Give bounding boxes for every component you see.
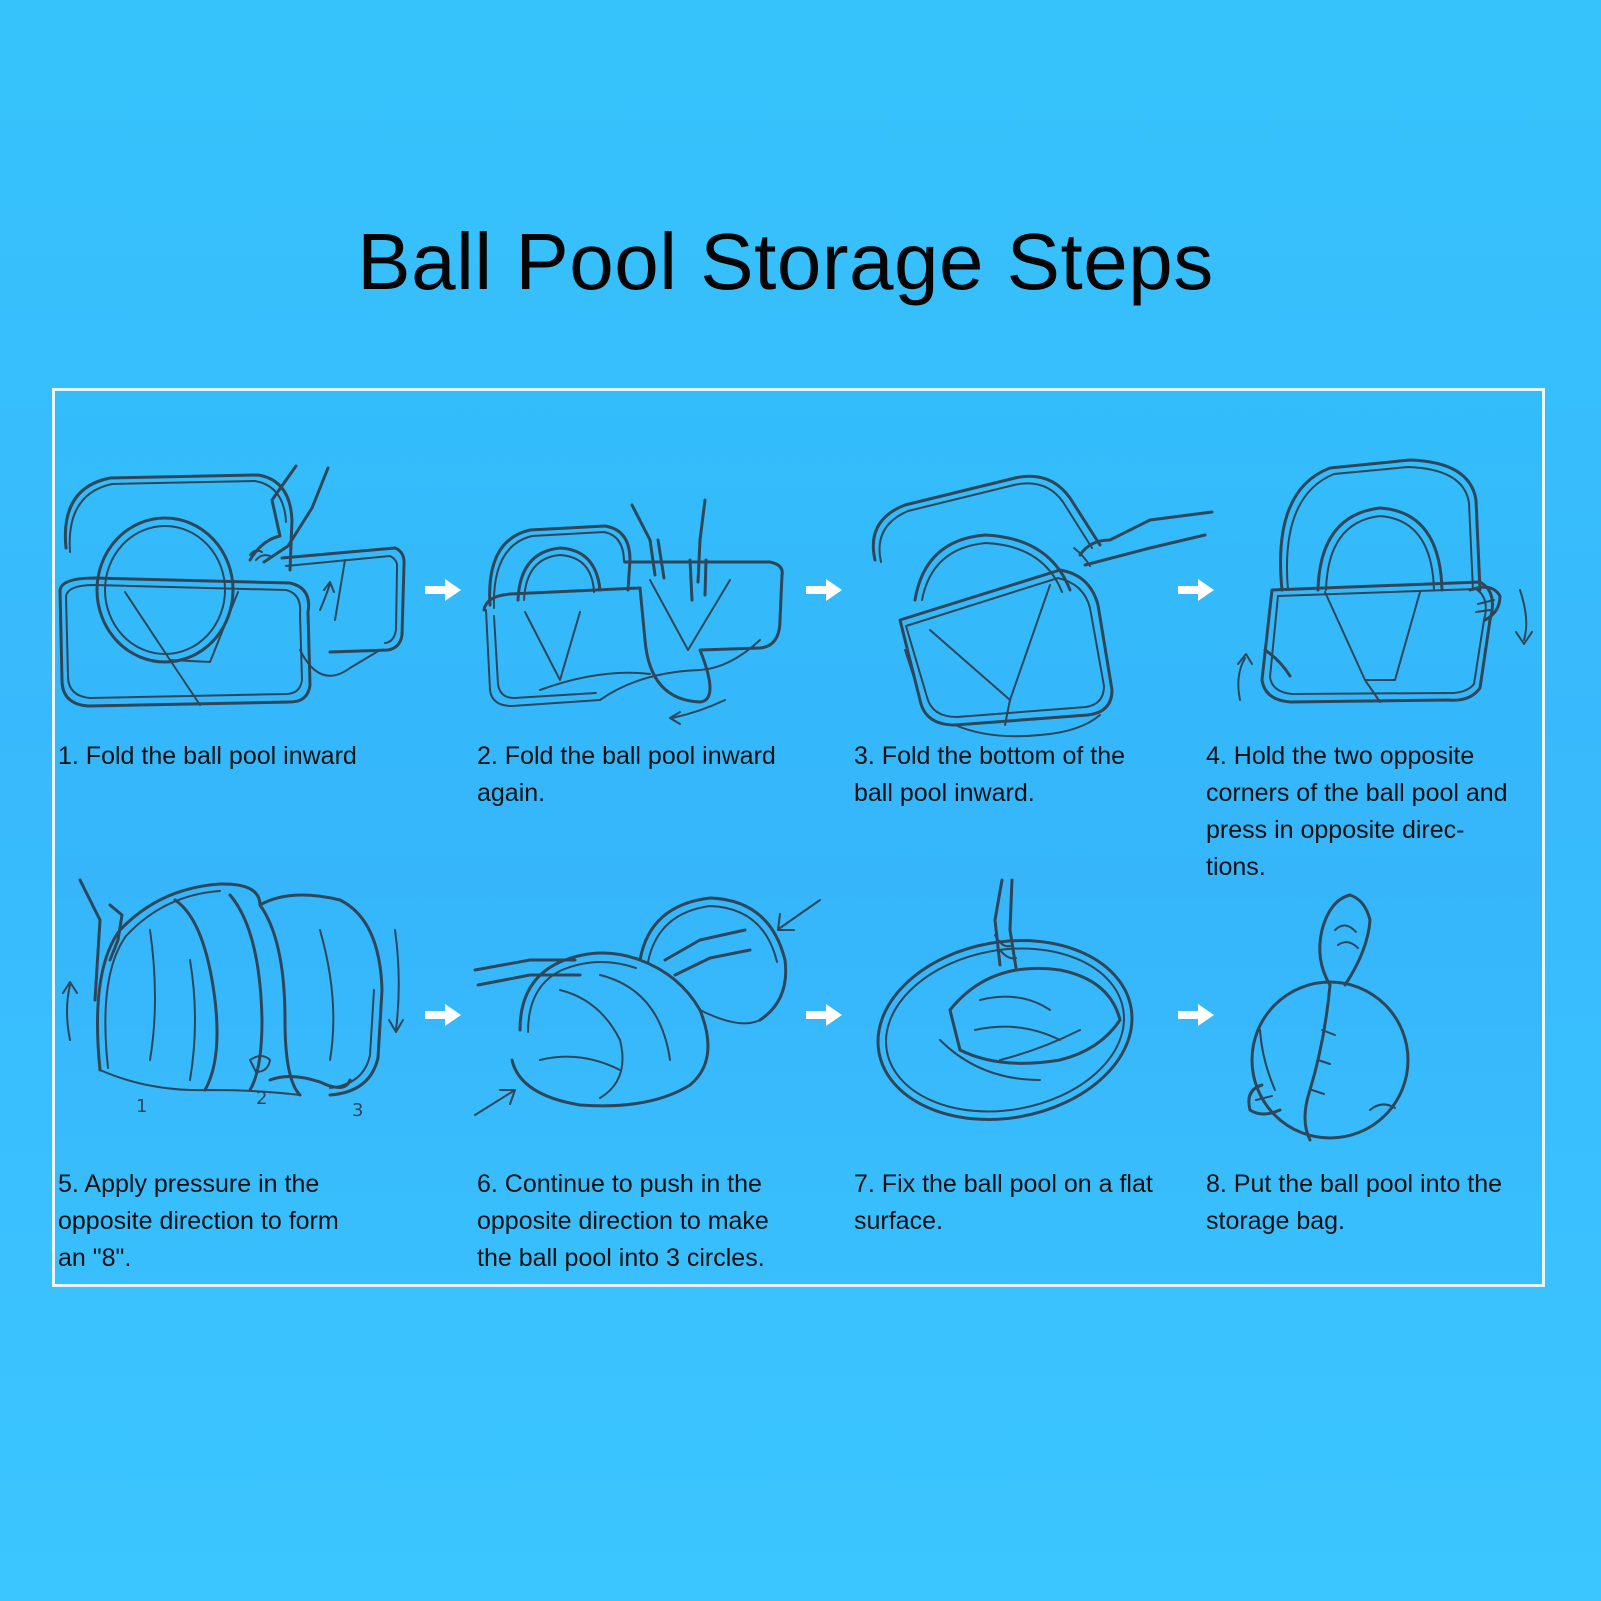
step-4-illustration <box>1237 458 1533 704</box>
right-arrow-icon <box>806 579 842 601</box>
step-5-caption: 5. Apply pressure in the opposite direct… <box>58 1170 339 1272</box>
step-5-mark-2: 2 <box>256 1088 267 1109</box>
step-3-caption: 3. Fold the bottom of the ball pool inwa… <box>854 742 1125 807</box>
right-arrow-icon <box>425 1004 461 1026</box>
step-7-caption: 7. Fix the ball pool on a flat surface. <box>854 1170 1153 1235</box>
step-1-caption: 1. Fold the ball pool inward <box>58 742 357 770</box>
step-6-caption: 6. Continue to push in the opposite dire… <box>477 1170 769 1272</box>
step-4-caption: 4. Hold the two opposite corners of the … <box>1206 742 1508 881</box>
step-2-caption: 2. Fold the ball pool inward again. <box>477 742 776 807</box>
step-7-illustration <box>876 878 1134 1121</box>
page-title: Ball Pool Storage Steps <box>357 217 1214 306</box>
step-1-illustration <box>58 464 406 708</box>
right-arrow-icon <box>1178 1004 1214 1026</box>
step-6-illustration <box>473 896 821 1116</box>
step-2-illustration <box>482 498 784 725</box>
step-5-mark-1: 1 <box>136 1096 147 1117</box>
right-arrow-icon <box>1178 579 1214 601</box>
step-8-illustration <box>1247 893 1410 1142</box>
right-arrow-icon <box>806 1004 842 1026</box>
step-3-illustration <box>871 474 1214 738</box>
right-arrow-icon <box>425 579 461 601</box>
step-8-caption: 8. Put the ball pool into the storage ba… <box>1206 1170 1503 1235</box>
step-5-illustration <box>62 878 404 1097</box>
step-5-mark-3: 3 <box>352 1100 363 1121</box>
instruction-panel <box>52 388 1545 1287</box>
